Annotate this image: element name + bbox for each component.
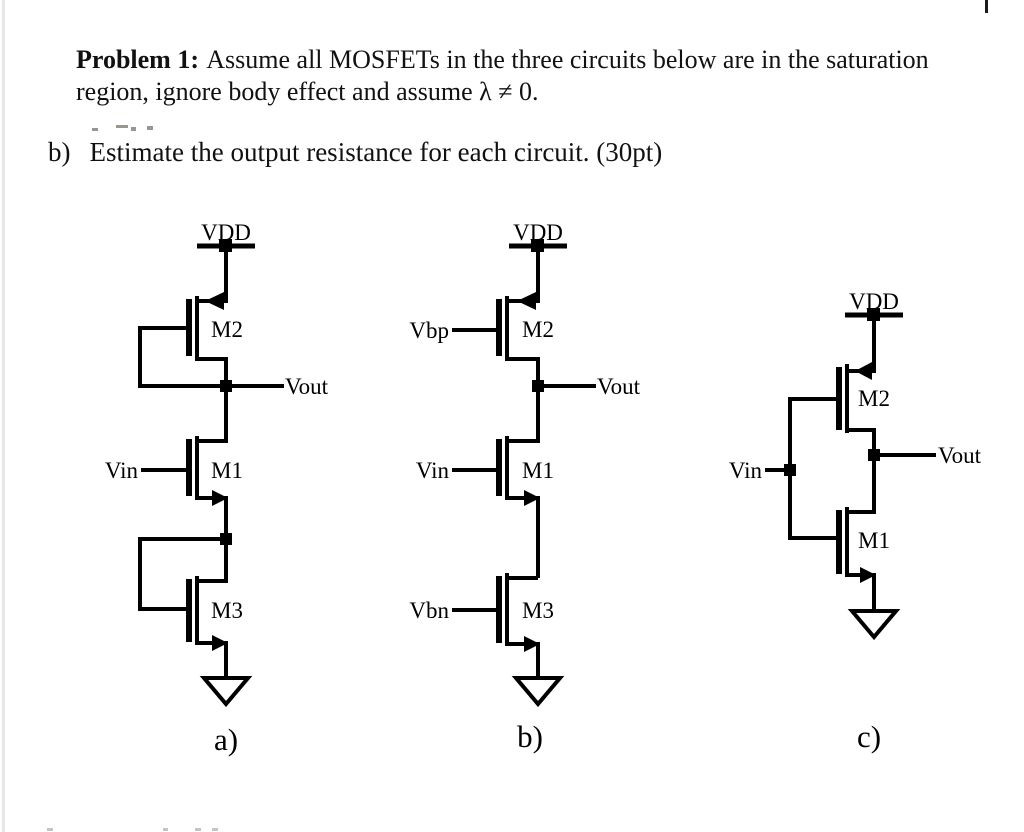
- input-branch: Vin: [729, 397, 841, 540]
- drain-wire: [845, 428, 876, 455]
- source-wire: [845, 315, 876, 373]
- drain-wire: [845, 455, 876, 514]
- question-part-b: b) Estimate the output resistance for eac…: [48, 137, 662, 168]
- caption-a: a): [214, 722, 238, 757]
- gate-rail-wire: [788, 397, 841, 540]
- vin-label: Vin: [105, 458, 139, 483]
- scan-artifact: [116, 125, 128, 128]
- source-wire: [505, 496, 540, 578]
- ground-symbol: [511, 676, 565, 708]
- m2-label: M2: [522, 317, 554, 342]
- drain-wire: [195, 357, 228, 386]
- source-wire: [845, 573, 876, 611]
- mosfet-m2-pmos: M2: [138, 246, 243, 388]
- gate-to-drain-loop-wire: [138, 326, 222, 388]
- pmos-source-arrow-icon: [855, 362, 872, 380]
- circuit-c: VDD M2 Vin Vout: [729, 289, 982, 754]
- supply-node: [219, 239, 232, 252]
- part-text: Estimate the output resistance for each …: [89, 137, 663, 167]
- m1-label: M1: [858, 528, 890, 553]
- output-node: Vout: [868, 443, 982, 468]
- nmos-source-arrow-icon: [524, 490, 540, 506]
- output-node: Vout: [220, 374, 329, 399]
- mosfet-m2-pmos: M2: [836, 315, 890, 455]
- scan-artifact: [212, 828, 218, 831]
- vbn-label: Vbn: [409, 598, 449, 623]
- circuit-b: VDD Vbp M2 Vout: [409, 220, 640, 754]
- scan-artifact: [147, 126, 153, 130]
- nmos-source-arrow-icon: [860, 567, 876, 583]
- vout-label: Vout: [285, 374, 329, 399]
- ground-symbol: [199, 676, 253, 708]
- statement-line1: Problem 1:Assume all MOSFETs in the thre…: [76, 44, 929, 76]
- problem-number-label: Problem 1:: [76, 45, 199, 74]
- m1-label: M1: [211, 458, 243, 483]
- pmos-source-arrow-icon: [517, 292, 536, 310]
- m2-label: M2: [858, 386, 890, 411]
- page-edge-line: [2, 0, 5, 832]
- drain-wire: [195, 386, 228, 443]
- ground-symbol: [847, 609, 901, 641]
- output-node: Vout: [532, 374, 641, 399]
- source-wire: [505, 246, 540, 303]
- mosfet-m1-nmos: Vin M1: [105, 386, 243, 539]
- source-wire: [195, 641, 228, 678]
- problem-text-line1: Assume all MOSFETs in the three circuits…: [206, 45, 929, 74]
- statement-line2: region, ignore body effect and assume λ …: [76, 77, 539, 106]
- nmos-source-arrow-icon: [212, 635, 228, 651]
- m1-label: M1: [522, 458, 554, 483]
- mosfet-m1-nmos: M1: [836, 455, 890, 611]
- scan-artifact: [47, 828, 53, 831]
- circuit-a: VDD M2 Vout: [105, 220, 329, 757]
- scan-corner-mark: [985, 0, 988, 13]
- source-wire: [505, 642, 540, 678]
- part-label: b): [48, 137, 71, 167]
- problem-statement: Problem 1:Assume all MOSFETs in the thre…: [76, 44, 929, 108]
- source-wire: [195, 496, 228, 539]
- m3-label: M3: [522, 598, 554, 623]
- mosfet-m1-nmos: Vin M1: [416, 386, 554, 578]
- pmos-source-arrow-icon: [205, 292, 224, 310]
- vin-label: Vin: [729, 458, 763, 483]
- m3-label: M3: [211, 598, 243, 623]
- vout-label: Vout: [938, 443, 982, 468]
- drain-wire: [195, 539, 228, 583]
- mosfet-m3-nmos: Vbn M3: [409, 573, 554, 678]
- mosfet-m2-pmos: Vbp M2: [409, 246, 554, 386]
- gate-to-drain-loop-wire: [138, 537, 226, 611]
- nmos-source-arrow-icon: [524, 636, 540, 652]
- vbp-label: Vbp: [409, 318, 449, 343]
- supply-node: [531, 239, 544, 252]
- supply-node: [867, 308, 880, 321]
- caption-c: c): [857, 719, 881, 754]
- vdd-supply-symbol: VDD: [509, 220, 567, 252]
- nmos-source-arrow-icon: [212, 490, 228, 506]
- scan-artifact: [92, 128, 98, 131]
- mosfet-m3-nmos-diode: M3: [138, 533, 243, 678]
- drain-wire: [505, 357, 540, 386]
- caption-b: b): [517, 719, 543, 754]
- scan-artifact: [163, 828, 168, 831]
- scan-artifact: [195, 828, 201, 831]
- m2-label: M2: [211, 317, 243, 342]
- vin-label: Vin: [416, 458, 450, 483]
- vout-label: Vout: [597, 374, 641, 399]
- drain-wire: [505, 386, 540, 443]
- node-dot: [784, 464, 796, 476]
- source-wire: [195, 246, 228, 303]
- scan-artifact: [131, 127, 136, 131]
